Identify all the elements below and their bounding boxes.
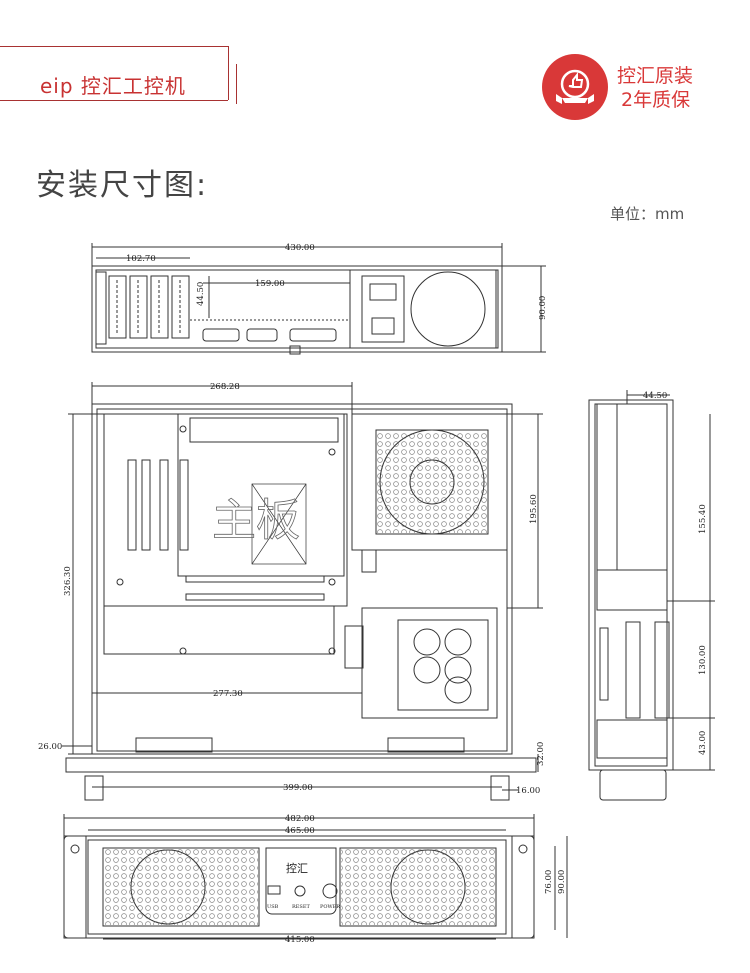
dim-front-465: 465.00 (285, 826, 315, 836)
dim-277: 277.30 (213, 689, 243, 699)
dim-399: 399.00 (283, 783, 313, 793)
brand-name: eip 控汇工控机 (40, 74, 186, 98)
section-title: 安装尺寸图: (36, 168, 209, 203)
dim-side-130: 130.00 (698, 645, 708, 675)
dim-main-depth: 326.30 (63, 566, 73, 596)
motherboard-label: 主板 (212, 495, 300, 546)
dim-top-total: 430.00 (285, 243, 315, 253)
dim-front-415: 415.00 (285, 935, 315, 945)
warranty-line2: 2年质保 (621, 89, 691, 111)
dim-26: 26.00 (38, 742, 62, 752)
thumbs-up-ribbon-icon (556, 69, 594, 104)
dim-top-slot: 159.00 (255, 279, 285, 289)
dim-side-155: 155.40 (698, 504, 708, 534)
warranty-text: 控汇原装 2年质保 (617, 64, 693, 112)
dim-32: 32.00 (536, 742, 546, 766)
front-power-label: POWER (320, 904, 340, 910)
dim-front-90: 90.00 (557, 870, 567, 894)
main-view (62, 382, 543, 801)
front-reset-label: RESET (292, 904, 310, 910)
warranty-badge (542, 54, 608, 120)
front-logo: 控汇 (286, 861, 308, 875)
side-view (588, 390, 715, 801)
brand-frame (0, 46, 243, 104)
dim-psu: 195.60 (529, 494, 539, 524)
front-view (63, 814, 568, 940)
warranty-line1: 控汇原装 (617, 65, 694, 87)
dim-top-card: 102.70 (126, 254, 156, 264)
dim-front-482: 482.00 (285, 814, 315, 824)
dim-side-43: 43.00 (698, 731, 708, 755)
front-usb-label: USB (267, 904, 279, 910)
unit-label: 单位：mm (610, 205, 685, 223)
dim-board-width: 268.28 (210, 382, 240, 392)
dim-top-depth: 44.50 (196, 282, 206, 306)
dim-top-height: 90.00 (538, 296, 548, 320)
dim-16: 16.00 (516, 786, 540, 796)
dim-front-76: 76.00 (544, 870, 554, 894)
dim-side-44: 44.50 (643, 391, 667, 401)
top-view (91, 243, 546, 355)
